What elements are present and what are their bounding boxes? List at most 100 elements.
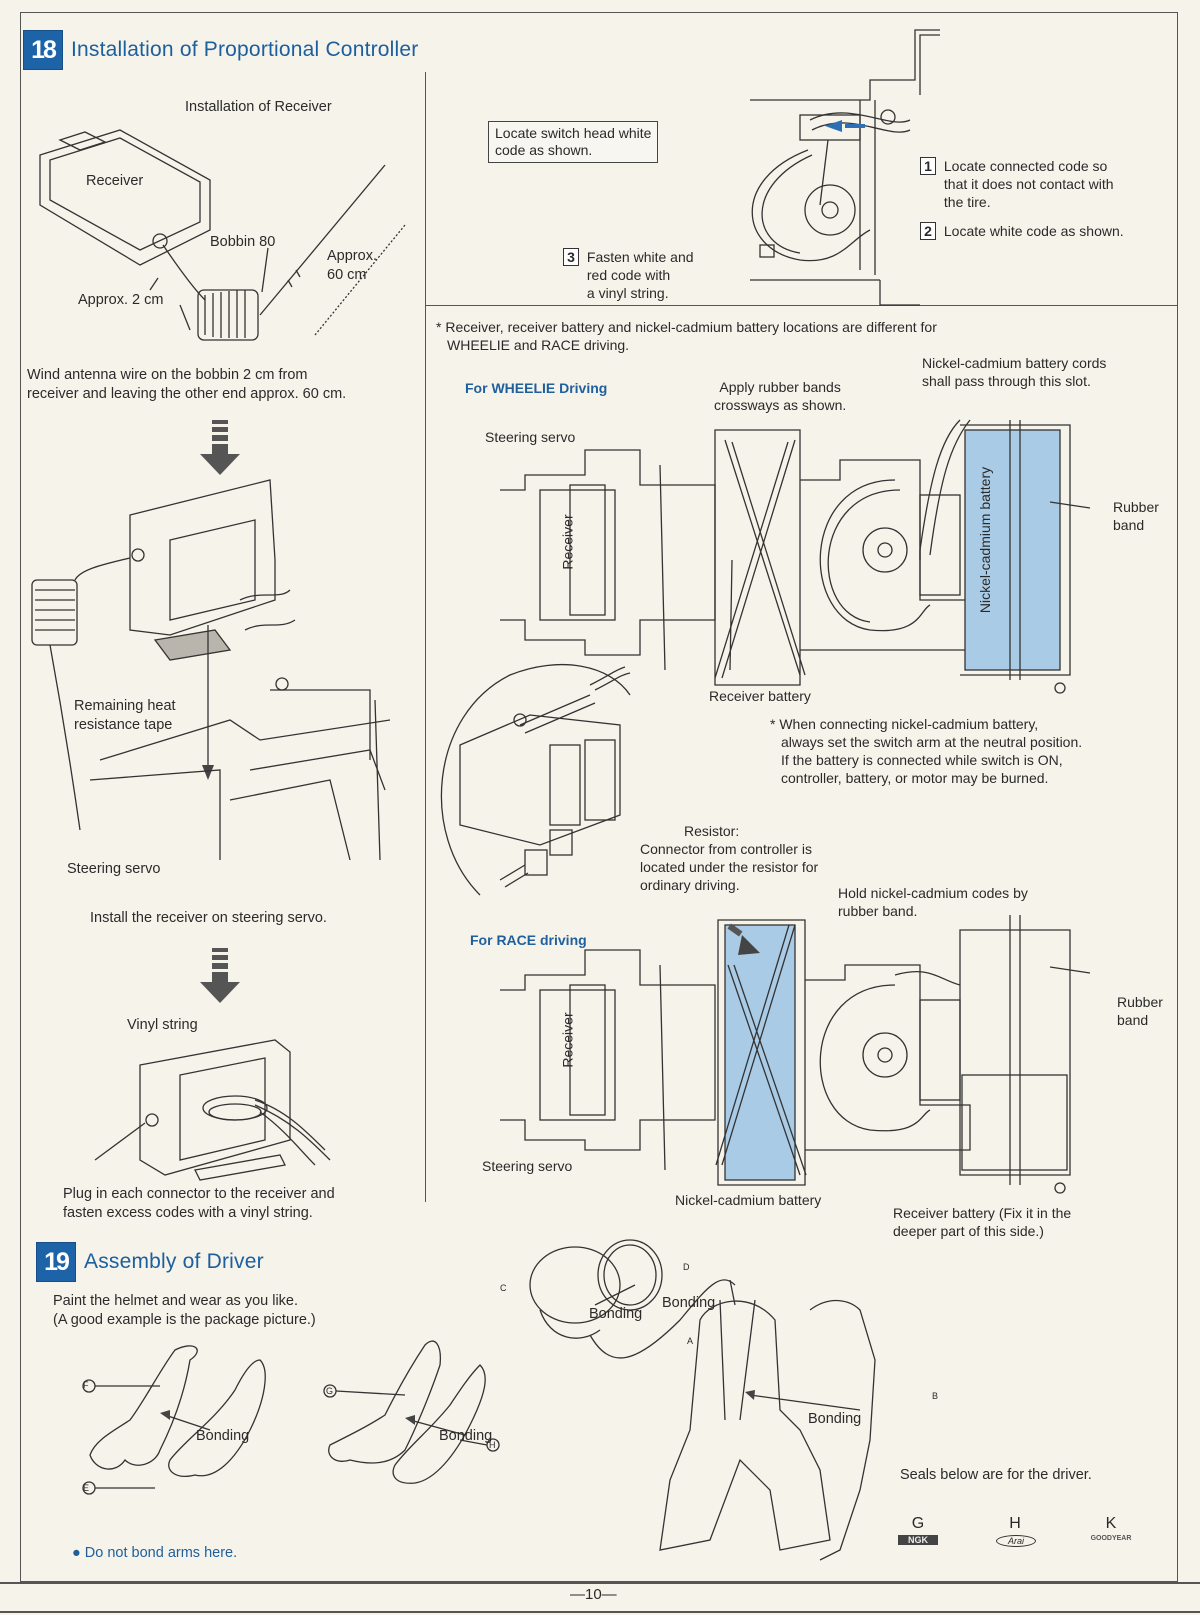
- wheelie-receiver-text: Receiver: [560, 514, 576, 570]
- bonding-label-body: Bonding: [808, 1411, 862, 1427]
- approx-60cm-line1: Approx.: [327, 248, 377, 264]
- resistor-line2: Connector from controller is: [640, 841, 812, 857]
- step-1-line3: the tire.: [943, 194, 991, 210]
- locations-note-line2: WHEELIE and RACE driving.: [447, 337, 630, 353]
- paint-helmet-note: Paint the helmet and wear as you like. (…: [53, 1292, 316, 1330]
- plug-connector-text: Plug in each connector to the receiver a…: [63, 1185, 335, 1223]
- step-3-note: 3 Fasten white and red code with a vinyl…: [563, 248, 694, 302]
- locations-note: * Receiver, receiver battery and nickel-…: [436, 318, 937, 354]
- resistor-line4: ordinary driving.: [640, 877, 740, 893]
- bonding-label-gh: Bonding: [439, 1428, 493, 1444]
- footer-line-top: [0, 1582, 1200, 1584]
- race-receiver-battery-note: Receiver battery (Fix it in the deeper p…: [893, 1204, 1071, 1240]
- switch-head-note: Locate switch head white code as shown.: [488, 121, 659, 163]
- seal-g: G NGK: [888, 1515, 948, 1545]
- receiver-bobbin-diagram: [39, 129, 406, 341]
- wheelie-steering-servo-label: Steering servo: [485, 429, 576, 445]
- wheelie-receiver-label: Receiver: [550, 492, 586, 592]
- bonding-label-ef: Bonding: [196, 1428, 250, 1444]
- part-c-label: C: [500, 1283, 507, 1293]
- resistor-line3: located under the resistor for: [640, 859, 819, 875]
- race-receiver-battery-line2: deeper part of this side.): [893, 1223, 1044, 1239]
- plug-text-line2: fasten excess codes with a vinyl string.: [63, 1205, 313, 1221]
- rubber-band-line1: Rubber: [1113, 499, 1159, 515]
- hold-codes-line1: Hold nickel-cadmium codes by: [838, 885, 1028, 901]
- step-3-line1: Fasten white and: [586, 249, 694, 265]
- section-19-heading: 19 Assembly of Driver: [36, 1242, 264, 1282]
- part-e-label: E: [83, 1483, 90, 1493]
- step-2-note: 2 Locate white code as shown.: [920, 222, 1124, 240]
- step-1-number: 1: [920, 157, 936, 175]
- bonding-label-head: Bonding: [662, 1295, 716, 1311]
- race-title: For RACE driving: [470, 932, 587, 948]
- locations-note-line1: * Receiver, receiver battery and nickel-…: [436, 319, 937, 335]
- race-receiver-battery-line1: Receiver battery (Fix it in the: [893, 1205, 1072, 1221]
- bonding-label-helmet: Bonding: [589, 1306, 643, 1322]
- wheelie-title: For WHEELIE Driving: [465, 380, 608, 396]
- warning-line2: always set the switch arm at the neutral…: [781, 734, 1083, 750]
- race-receiver-label: Receiver: [550, 990, 586, 1090]
- step-2-number: 2: [920, 222, 936, 240]
- do-not-bond-text: Do not bond arms here.: [84, 1545, 238, 1561]
- footer-line-bottom: [0, 1611, 1200, 1613]
- step-1-text: Locate connected code so that it does no…: [944, 157, 1114, 211]
- rubber-cross-line1: Apply rubber bands: [719, 379, 841, 395]
- rubber-cross-line2: crossways as shown.: [714, 397, 847, 413]
- seal-h: H Arai: [985, 1515, 1045, 1547]
- approx-60cm-line2: 60 cm: [327, 267, 367, 283]
- heat-tape-line2: resistance tape: [74, 717, 173, 733]
- seal-k-letter: K: [1105, 1515, 1117, 1532]
- receiver-label: Receiver: [86, 173, 144, 189]
- heat-tape-label: Remaining heat resistance tape: [74, 697, 176, 735]
- heat-tape-line1: Remaining heat: [74, 698, 176, 714]
- paint-line2: (A good example is the package picture.): [53, 1312, 316, 1328]
- switch-note-line1: Locate switch head white: [495, 125, 652, 141]
- arai-logo-icon: Arai: [996, 1535, 1036, 1547]
- seal-k: K GOODYEAR: [1081, 1515, 1141, 1542]
- rubber-cross-note: Apply rubber bands crossways as shown.: [714, 378, 846, 414]
- switch-wiring-diagram: [750, 29, 940, 306]
- step-1-note: 1 Locate connected code so that it does …: [920, 157, 1114, 211]
- warning-line4: controller, battery, or motor may be bur…: [781, 770, 1049, 786]
- step-badge-19: 19: [36, 1242, 76, 1282]
- approx-60cm-label: Approx. 60 cm: [327, 247, 377, 285]
- arms-gh-diagram: [323, 1340, 500, 1484]
- step-3-line2: red code with: [586, 267, 671, 283]
- steering-servo-label: Steering servo: [67, 861, 161, 877]
- arms-ef-diagram: [82, 1345, 266, 1495]
- column-divider: [425, 72, 426, 1202]
- hold-codes-note: Hold nickel-cadmium codes by rubber band…: [838, 884, 1028, 920]
- driver-body-diagram: [529, 1239, 876, 1561]
- wind-text-line1: Wind antenna wire on the bobbin 2 cm fro…: [27, 367, 308, 383]
- seal-g-letter: G: [911, 1515, 925, 1532]
- step-3-text: Fasten white and red code with a vinyl s…: [587, 248, 694, 302]
- wheelie-receiver-battery-label: Receiver battery: [709, 688, 811, 704]
- warning-line1: * When connecting nickel-cadmium battery…: [770, 716, 1039, 732]
- section-18-heading: 18 Installation of Proportional Controll…: [23, 30, 418, 70]
- step-badge-18: 18: [23, 30, 63, 70]
- cords-line1: Nickel-cadmium battery cords: [922, 355, 1107, 371]
- race-nicad-label: Nickel-cadmium battery: [675, 1192, 822, 1208]
- ngk-logo-icon: NGK: [898, 1535, 938, 1545]
- hold-codes-line2: rubber band.: [838, 903, 918, 919]
- section-18-title: Installation of Proportional Controller: [71, 38, 419, 61]
- resistor-inset-diagram: [440, 663, 631, 896]
- wheelie-nicad-label: Nickel-cadmium battery: [960, 420, 1010, 660]
- race-chassis-diagram: [500, 915, 1091, 1194]
- race-steering-servo-label: Steering servo: [482, 1158, 573, 1174]
- bobbin-label: Bobbin 80: [210, 234, 276, 250]
- row-divider: [425, 305, 1178, 306]
- receiver-tied-codes-diagram: [94, 1039, 331, 1181]
- approx-2cm-label: Approx. 2 cm: [78, 292, 164, 308]
- down-arrow-icon: [200, 948, 240, 1003]
- wind-text-line2: receiver and leaving the other end appro…: [27, 386, 347, 402]
- install-receiver-title: Installation of Receiver: [185, 99, 332, 115]
- part-f-label: F: [83, 1380, 89, 1390]
- warning-line3: If the battery is connected while switch…: [781, 752, 1063, 768]
- seal-h-letter: H: [1009, 1515, 1021, 1532]
- wheelie-nicad-text: Nickel-cadmium battery: [977, 466, 994, 614]
- plug-text-line1: Plug in each connector to the receiver a…: [63, 1186, 335, 1202]
- paint-line1: Paint the helmet and wear as you like.: [53, 1293, 299, 1309]
- step-3-number: 3: [563, 248, 579, 266]
- step-1-line1: Locate connected code so: [943, 158, 1108, 174]
